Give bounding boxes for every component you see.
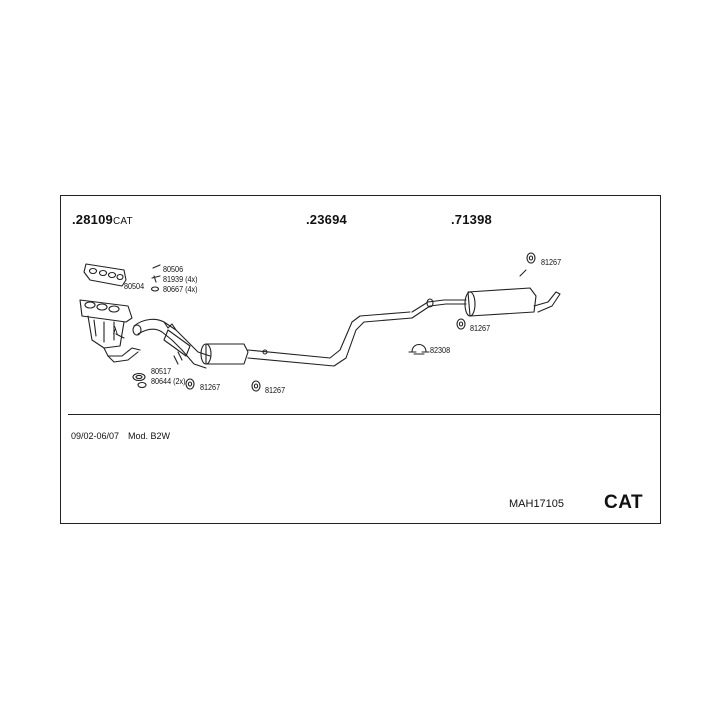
part-label-80667: 80667 (4x) <box>163 284 198 294</box>
lambda-sensor-label: λ <box>113 325 118 337</box>
rear-silencer <box>411 287 561 319</box>
diagram-frame <box>60 195 661 524</box>
part-label-80644: 80644 (2x) <box>151 376 186 386</box>
clamp-icon <box>408 343 430 355</box>
rubber-hanger-icon <box>519 252 536 277</box>
middle-silencer <box>200 311 413 367</box>
cat-label: CAT <box>604 492 644 513</box>
manifold-catalytic-converter <box>79 299 141 363</box>
part-label-82308: 82308 <box>430 345 451 355</box>
part-label-80517: 80517 <box>151 366 172 376</box>
gasket-ring-icon <box>132 372 146 382</box>
part-label-80506: 80506 <box>163 264 184 274</box>
part-label-81939: 81939 (4x) <box>163 274 198 284</box>
footer-divider <box>68 414 661 415</box>
date-range: 09/02-06/07 <box>71 431 120 441</box>
part-label-81267-middle: 81267 <box>265 385 286 395</box>
bolt-set-icon <box>150 264 161 292</box>
middle-section-number: .23694 <box>306 212 347 227</box>
product-code: MAH17105 <box>509 498 565 510</box>
rubber-hanger-icon <box>456 318 466 330</box>
front-section-number: .28109CAT <box>72 212 133 227</box>
front-section-suffix: CAT <box>112 216 133 227</box>
rear-section-number: .71398 <box>451 212 492 227</box>
manifold-gasket <box>83 263 127 287</box>
part-label-81267-front: 81267 <box>200 382 221 392</box>
rubber-hanger-icon <box>185 378 195 390</box>
rubber-hanger-icon <box>251 380 261 392</box>
part-label-80504: 80504 <box>124 281 145 291</box>
model-label: Mod. B2W <box>128 431 171 441</box>
part-label-81267-rear-lower: 81267 <box>470 323 491 333</box>
gasket-ring-icon <box>137 381 147 389</box>
front-pipe <box>132 318 211 369</box>
part-label-81267-rear-upper: 81267 <box>541 257 562 267</box>
